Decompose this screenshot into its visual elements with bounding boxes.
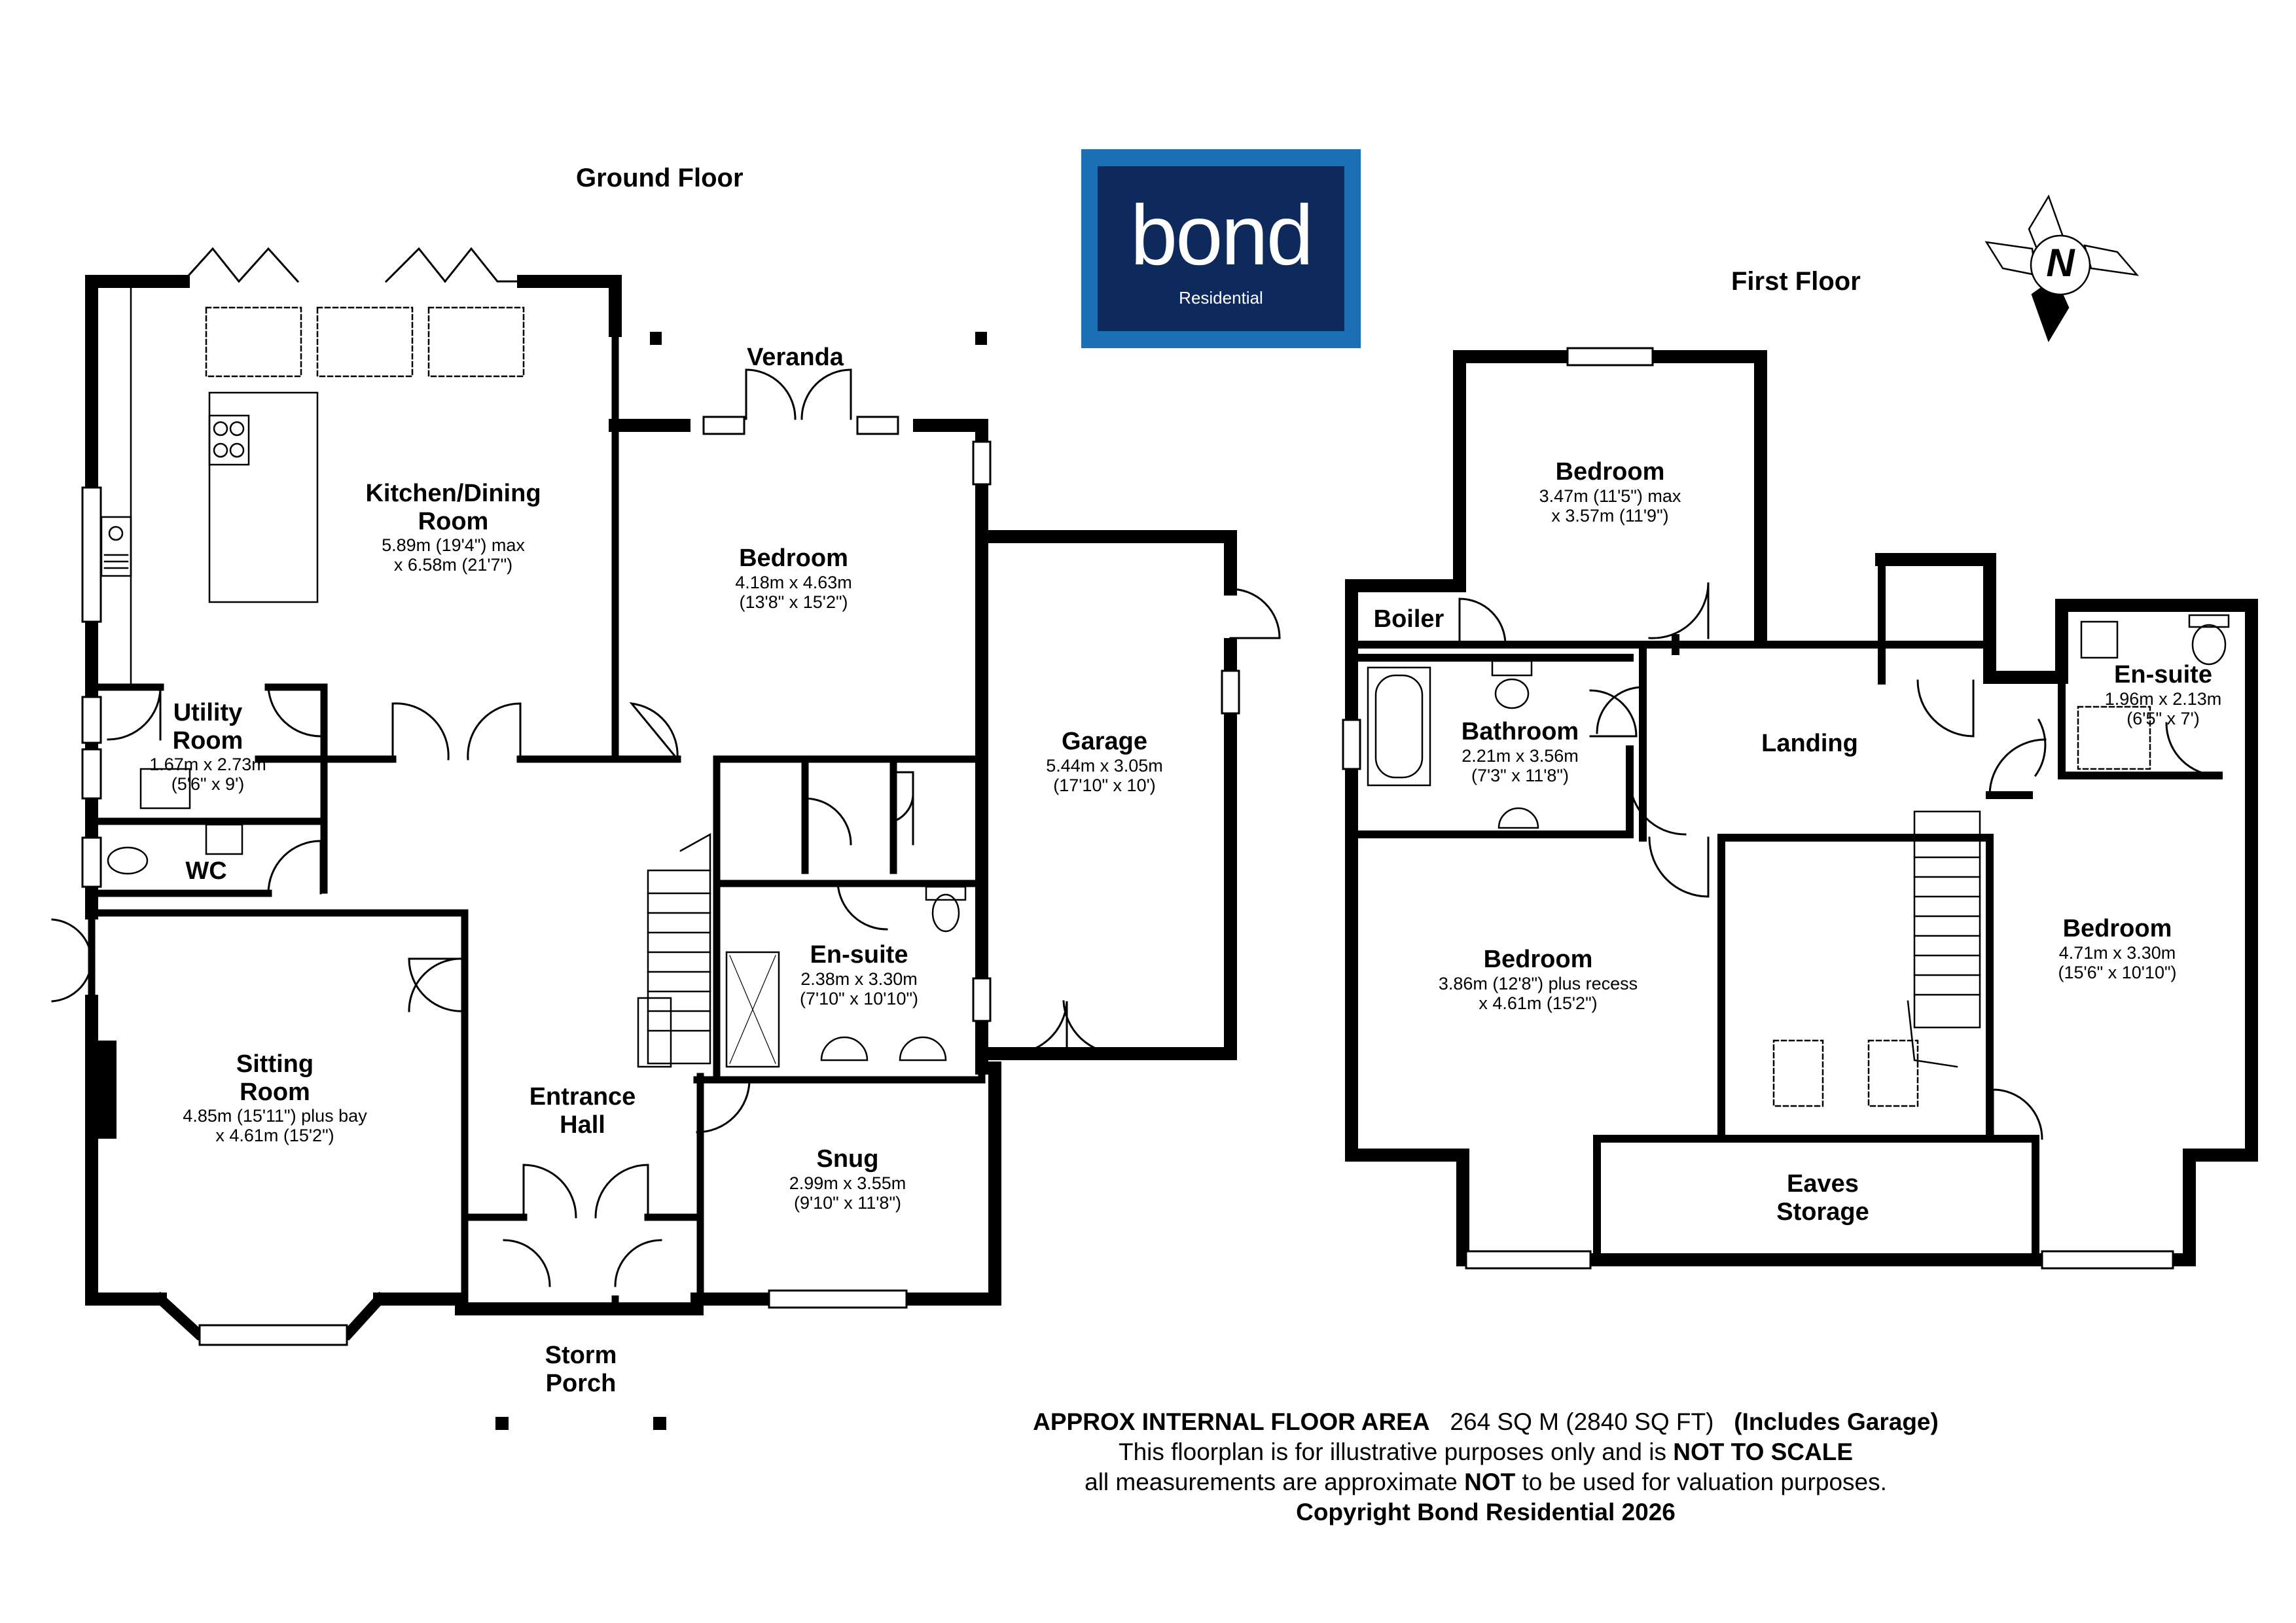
room-landing: Landing [1761,730,1858,757]
area-label: APPROX INTERNAL FLOOR AREA [1033,1408,1430,1435]
room-name: Bathroom [1461,718,1579,745]
room-bedroom-first-left: Bedroom 3.86m (12'8") plus recess x 4.61… [1407,946,1669,1013]
room-dimensions: 3.86m (12'8") plus recess x 4.61m (15'2"… [1438,973,1638,1013]
room-dimensions: 1.96m x 2.13m (6'5" x 7') [2104,688,2222,728]
ground-fittings [100,280,967,1068]
bond-logo: bond Residential [1081,149,1361,348]
room-dimensions: 2.21m x 3.56m (7'3" x 11'8") [1462,745,1579,785]
room-wc: WC [185,857,227,885]
first-floor-title: First Floor [1731,267,1861,296]
room-bathroom: Bathroom 2.21m x 3.56m (7'3" x 11'8") [1437,718,1604,785]
room-entrance-hall: Entrance Hall [529,1083,636,1139]
room-bedroom-first-right: Bedroom 4.71m x 3.30m (15'6" x 10'10") [2016,915,2219,982]
disclaimer-line-1: This floorplan is for illustrative purpo… [910,1437,2062,1467]
first-doors [1458,582,2220,1140]
ground-doors [51,247,1281,1287]
ground-floor-plan [51,247,1281,1430]
floor-area-line: APPROX INTERNAL FLOOR AREA 264 SQ M (284… [910,1407,2062,1437]
room-bedroom-first-top: Bedroom 3.47m (11'5") max x 3.57m (11'9"… [1509,458,1712,526]
disclaimer-text: This floorplan is for illustrative purpo… [1118,1438,1666,1465]
room-dimensions: 2.38m x 3.30m (7'10" x 10'10") [799,969,919,1008]
room-name: Bedroom [1483,946,1593,973]
room-name: Bedroom [739,544,848,572]
room-ensuite-ground: En-suite 2.38m x 3.30m (7'10" x 10'10") [746,941,972,1008]
veranda-posts [495,332,987,1430]
room-dimensions: 5.44m x 3.05m (17'10" x 10') [1046,755,1163,795]
room-boiler: Boiler [1373,605,1444,633]
floor-area-notes: APPROX INTERNAL FLOOR AREA 264 SQ M (284… [910,1407,2062,1527]
room-snug: Snug 2.99m x 3.55m (9'10" x 11'8") [753,1145,942,1213]
not-to-scale: NOT TO SCALE [1673,1438,1854,1465]
logo-subtitle: Residential [1179,288,1263,308]
room-dimensions: 4.18m x 4.63m (13'8" x 15'2") [735,572,852,612]
area-value: 264 SQ M (2840 SQ FT) [1450,1408,1714,1435]
room-name: En-suite [2114,661,2212,688]
fireplace [97,1041,117,1139]
first-interior-walls [1348,556,2223,1264]
first-exterior-walls [1345,350,2258,1266]
ground-interior-walls [88,327,986,1313]
room-eaves-storage: Eaves Storage [1776,1170,1869,1226]
first-windows [1342,347,2174,1270]
room-dimensions: 5.89m (19'4") max x 6.58m (21'7") [382,535,525,575]
room-name: Utility Room [172,699,243,755]
compass-rose [1984,194,2140,342]
disclaimer-line-2: all measurements are approximate NOT to … [910,1467,2062,1497]
room-ensuite-first: En-suite 1.96m x 2.13m (6'5" x 7') [2081,661,2245,728]
room-dimensions: 2.99m x 3.55m (9'10" x 11'8") [789,1173,906,1213]
compass-north-label: N [2046,241,2075,285]
room-name: Bedroom [2062,915,2172,942]
room-name: Bedroom [1555,458,1665,486]
disclaimer-start: all measurements are approximate [1085,1468,1458,1495]
ground-windows [81,416,1240,1346]
room-kitchen: Kitchen/Dining Room 5.89m (19'4") max x … [340,480,566,575]
room-dimensions: 3.47m (11'5") max x 3.57m (11'9") [1539,486,1681,526]
logo-brand: bond [1130,187,1314,283]
room-name: En-suite [810,941,908,969]
first-fittings [1367,614,2230,1107]
room-dimensions: 1.67m x 2.73m (5'6" x 9') [149,755,266,794]
disclaimer-end: to be used for valuation purposes. [1522,1468,1887,1495]
room-veranda: Veranda [747,344,844,371]
room-name: Snug [816,1145,879,1173]
room-name: Kitchen/Dining Room [365,480,541,535]
room-bedroom-ground: Bedroom 4.18m x 4.63m (13'8" x 15'2") [681,544,906,612]
disclaimer-not: NOT [1464,1468,1516,1495]
ground-floor-title: Ground Floor [576,164,744,192]
room-garage: Garage 5.44m x 3.05m (17'10" x 10') [992,728,1217,795]
room-sitting: Sitting Room 4.85m (15'11") plus bay x 4… [147,1050,403,1146]
room-dimensions: 4.71m x 3.30m (15'6" x 10'10") [2058,942,2177,982]
room-name: Sitting Room [236,1050,314,1106]
room-dimensions: 4.85m (15'11") plus bay x 4.61m (15'2") [183,1106,367,1146]
copyright: Copyright Bond Residential 2026 [1296,1498,1676,1525]
room-name: Garage [1062,728,1147,755]
area-note: (Includes Garage) [1734,1408,1939,1435]
room-storm-porch: Storm Porch [545,1342,617,1397]
first-floor-plan [1342,347,2258,1270]
room-utility: Utility Room 1.67m x 2.73m (5'6" x 9') [118,699,298,794]
